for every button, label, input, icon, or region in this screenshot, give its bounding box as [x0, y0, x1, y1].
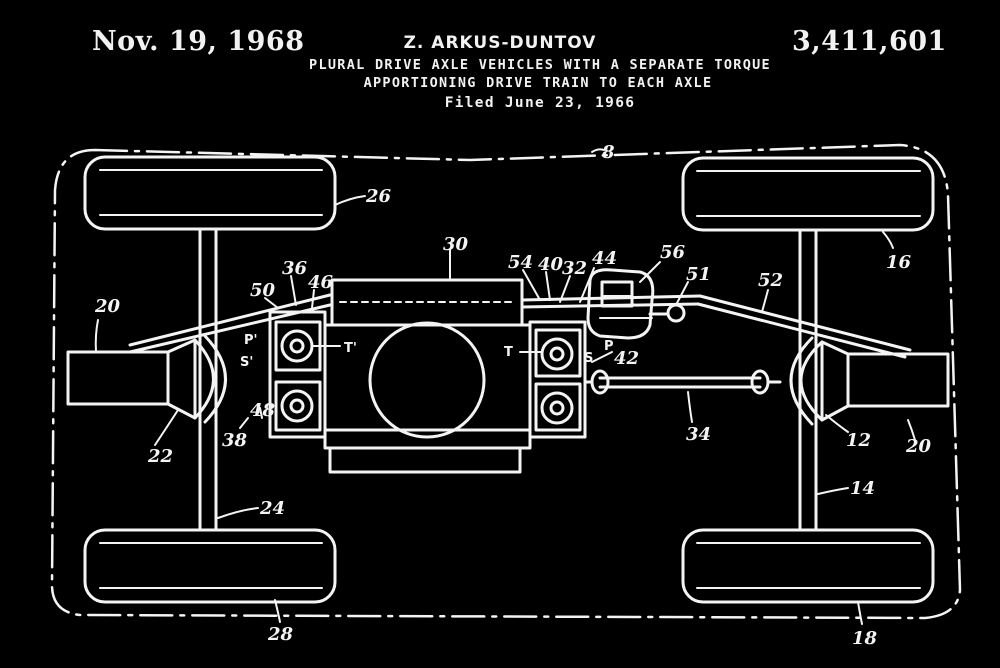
patent-date: Nov. 19, 1968: [92, 26, 305, 57]
label-30: 30: [443, 234, 469, 255]
label-12: 12: [846, 430, 871, 451]
label-36: 36: [282, 258, 308, 279]
label-54: 54: [508, 252, 533, 273]
label-52: 52: [758, 270, 783, 291]
label-50: 50: [250, 280, 276, 301]
label-26: 26: [365, 186, 392, 207]
label-p: P: [604, 339, 614, 354]
label-s: S: [584, 351, 593, 366]
label-t-prime: T': [344, 341, 357, 356]
label-24: 24: [259, 498, 285, 519]
label-46: 46: [308, 272, 334, 293]
patent-title-line-1: PLURAL DRIVE AXLE VEHICLES WITH A SEPARA…: [309, 57, 771, 73]
label-18: 18: [852, 628, 878, 649]
label-48: 48: [250, 400, 276, 421]
leader-lines: [94, 148, 916, 625]
patent-title-line-2: APPORTIONING DRIVE TRAIN TO EACH AXLE: [363, 75, 713, 91]
rear-right-wheel-top: [681, 156, 935, 232]
label-56: 56: [660, 242, 686, 263]
front-right-wheel: [83, 528, 337, 604]
front-axle: [198, 227, 218, 532]
transfer-case: [586, 268, 686, 340]
filed-date: Filed June 23, 1966: [444, 95, 636, 111]
right-torque-unit: [519, 320, 587, 439]
rear-wheel-bottom: [681, 528, 935, 604]
label-20-rear: 20: [905, 436, 932, 457]
front-left-wheel: [83, 155, 337, 231]
label-44: 44: [592, 248, 617, 269]
transfer-shaft: [584, 369, 782, 395]
label-42: 42: [614, 348, 639, 369]
label-51: 51: [686, 264, 711, 285]
label-8: 8: [601, 142, 615, 163]
label-p-prime: P': [244, 333, 258, 348]
label-38: 38: [222, 430, 248, 451]
label-40: 40: [538, 254, 564, 275]
engine-transmission-block: [323, 278, 532, 474]
label-22: 22: [147, 446, 173, 467]
inventor-name: Z. ARKUS-DUNTOV: [403, 33, 597, 53]
front-differential: [66, 334, 227, 424]
label-28: 28: [267, 624, 294, 645]
label-34: 34: [686, 424, 711, 445]
label-16-top: 16: [886, 252, 912, 273]
label-s-prime: S': [240, 355, 253, 370]
label-14: 14: [850, 478, 875, 499]
patent-number: 3,411,601: [792, 26, 947, 57]
label-t: T: [504, 345, 513, 360]
label-32: 32: [562, 258, 587, 279]
vehicle-body-outline: [50, 143, 962, 620]
label-20-front: 20: [94, 296, 121, 317]
left-torque-unit: [268, 310, 341, 439]
